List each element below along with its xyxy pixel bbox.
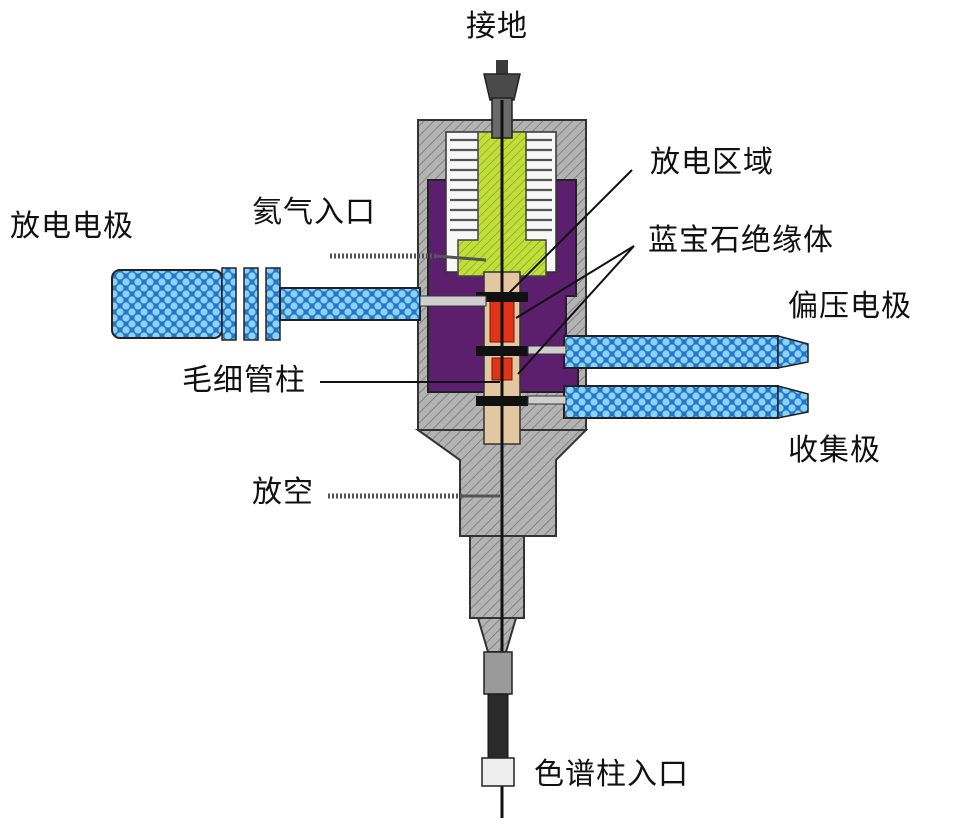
leader-lines — [320, 169, 635, 383]
label-helium-inlet: 氦气入口 — [252, 195, 376, 230]
collector-electrode — [527, 385, 809, 419]
helium-inlet-tube — [330, 253, 487, 262]
column-fitting — [481, 651, 515, 787]
label-discharge-electrode: 放电电极 — [10, 209, 134, 244]
label-vent: 放空 — [252, 475, 314, 510]
leader-sapphire-b — [517, 245, 635, 375]
bias-electrode — [527, 335, 809, 369]
label-discharge-zone: 放电区域 — [650, 145, 774, 180]
label-ground: 接地 — [466, 9, 528, 44]
label-collector: 收集极 — [788, 433, 881, 468]
leader-discharge-zone — [501, 169, 633, 301]
label-column-inlet: 色谱柱入口 — [534, 757, 689, 792]
label-sapphire-insulator: 蓝宝石绝缘体 — [648, 223, 834, 258]
leader-sapphire-a — [515, 245, 635, 319]
discharge-electrode — [111, 267, 487, 341]
label-capillary-column: 毛细管柱 — [182, 363, 306, 398]
label-bias-electrode: 偏压电极 — [788, 289, 912, 324]
